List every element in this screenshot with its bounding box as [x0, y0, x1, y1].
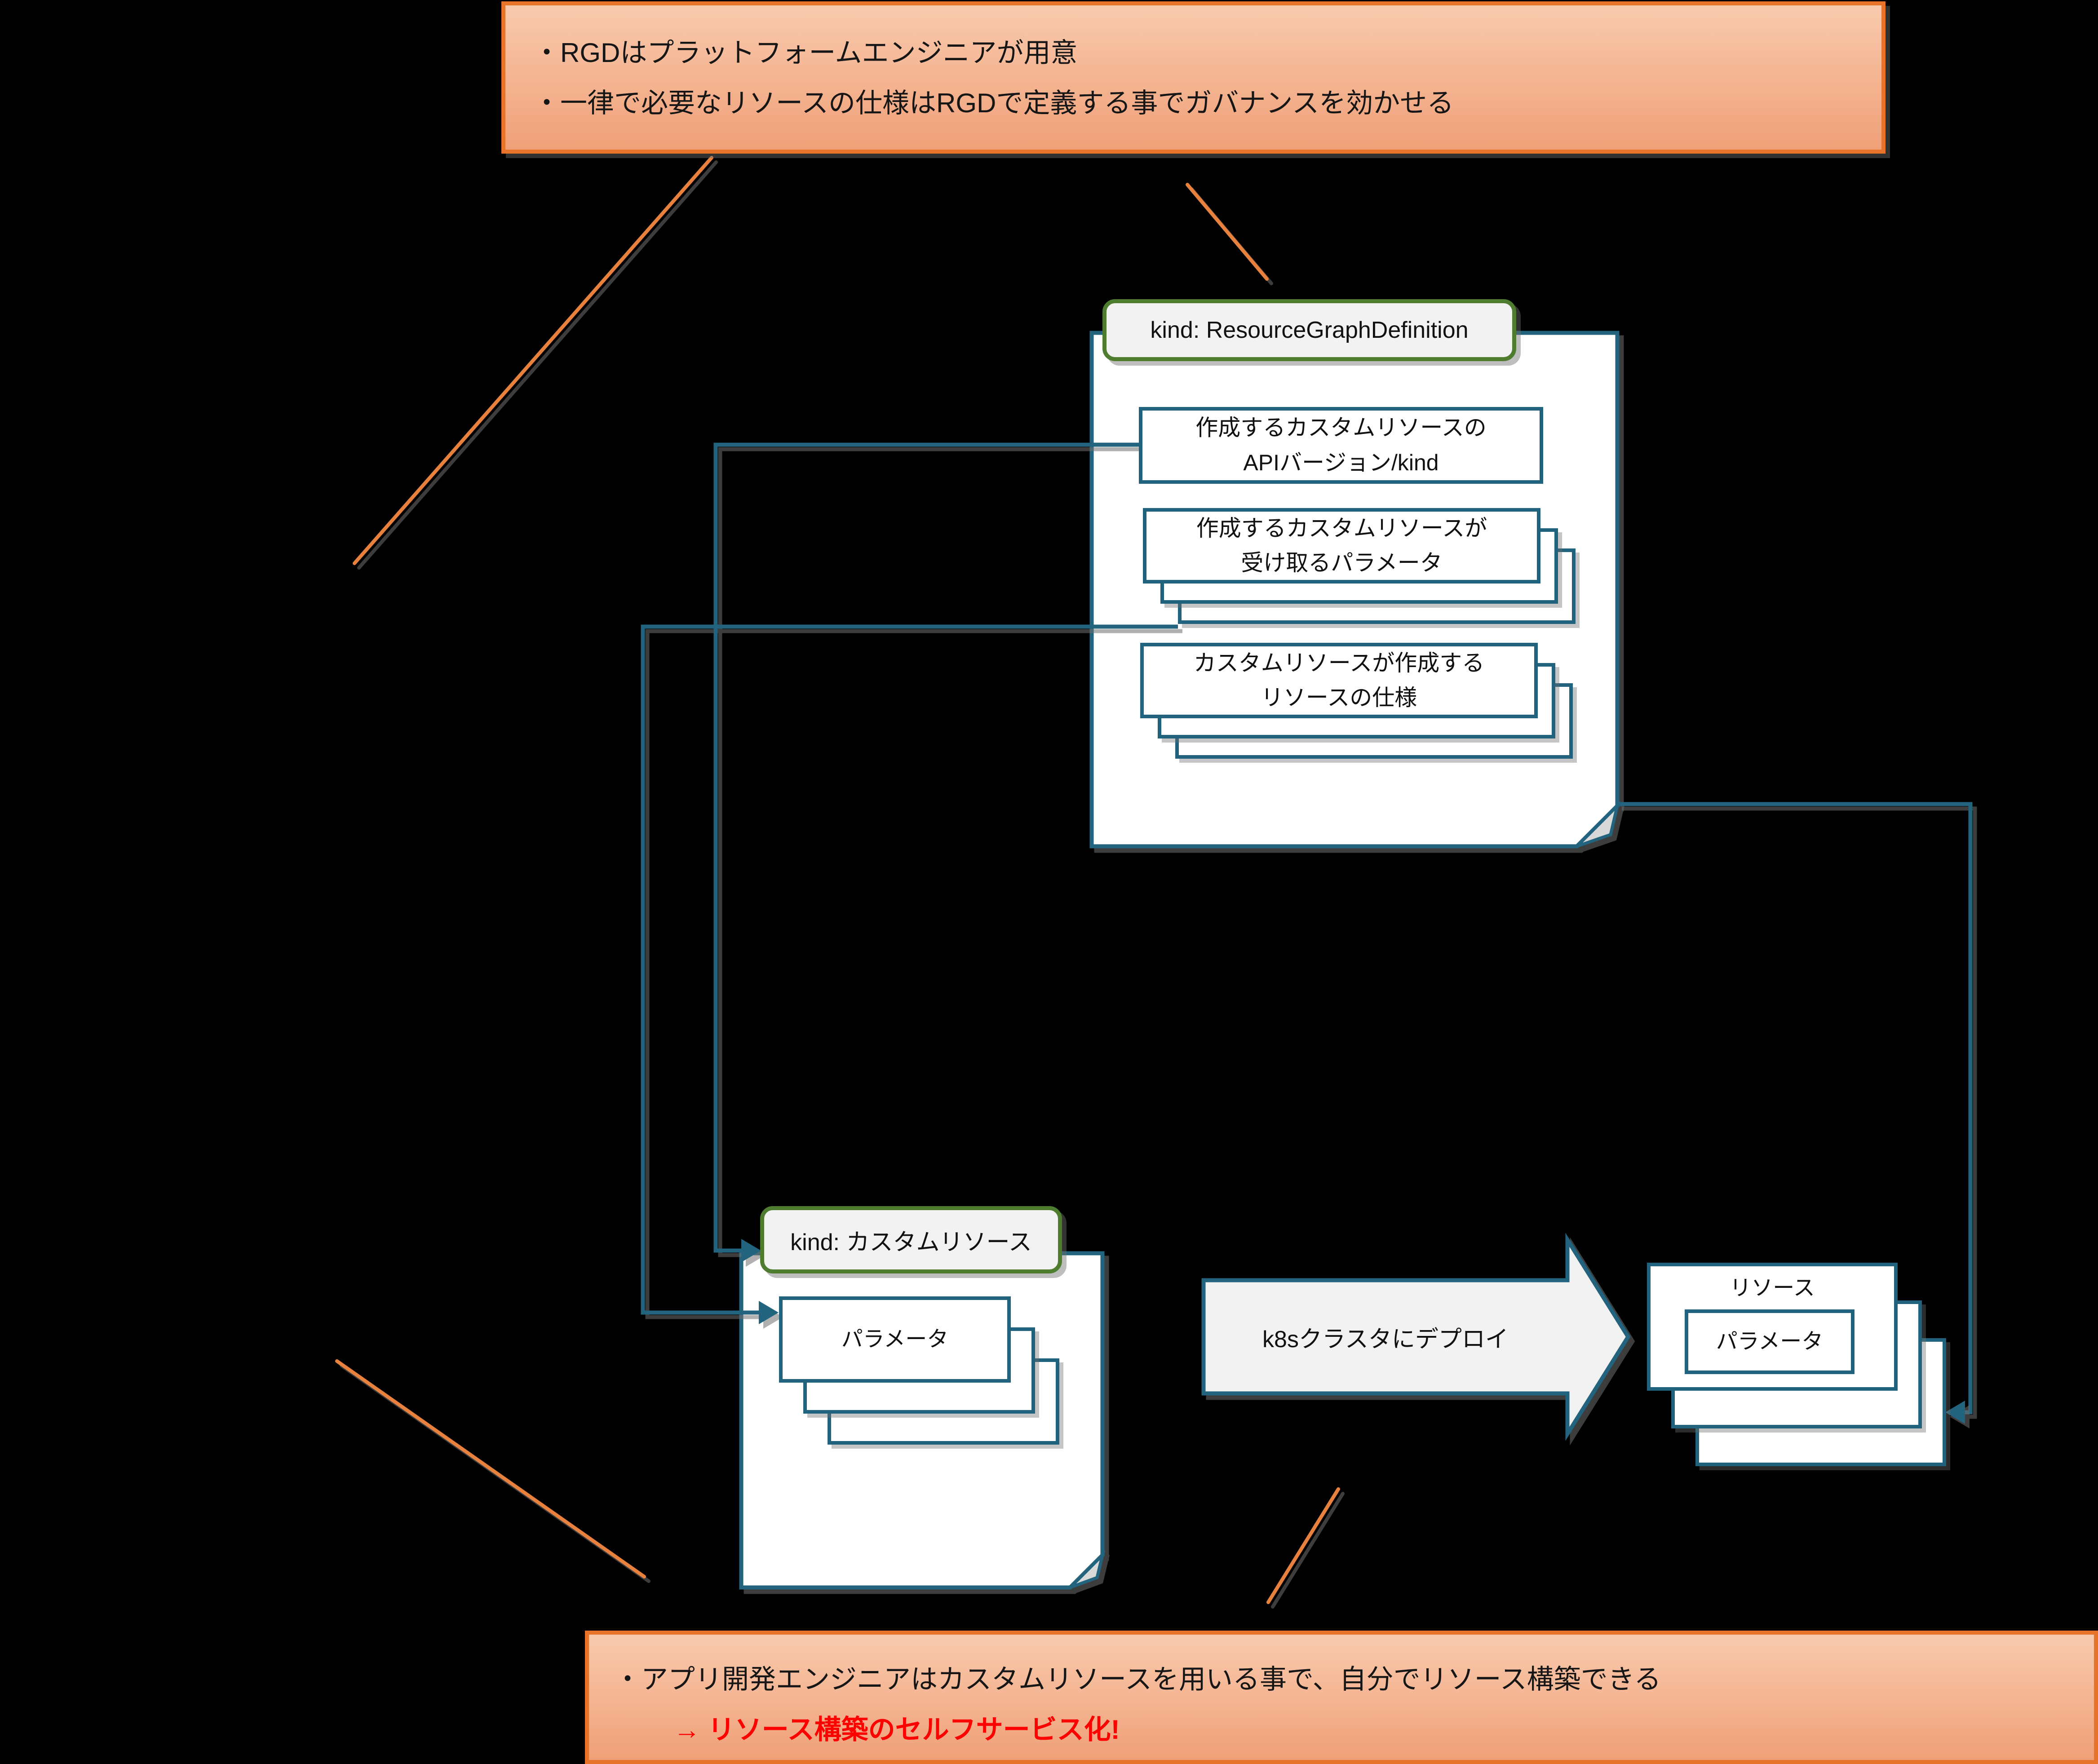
- deploy-arrow-label: k8sクラスタにデプロイ: [1204, 1280, 1567, 1393]
- resources-stack: リソース パラメータ: [1647, 1263, 1946, 1466]
- developer-note-line1: ・アプリ開発エンジニアはカスタムリソースを用いる事で、自分でリソース構築できる: [614, 1664, 1661, 1694]
- resources-box: リソース パラメータ: [1647, 1263, 1898, 1391]
- rgd-resource-spec-box-stack: カスタムリソースが作成する リソースの仕様: [1140, 643, 1573, 759]
- deploy-block-arrow: [1201, 1233, 1631, 1441]
- custom-resource-document-fold-corner: [1069, 1550, 1106, 1589]
- connector-spec-to-resources: [1617, 802, 1973, 1415]
- leader-line-bottom-mid: [1266, 1487, 1340, 1604]
- platform-note-line1: ・RGDはプラットフォームエンジニアが用意: [533, 38, 1078, 68]
- rgd-resource-spec-box: カスタムリソースが作成する リソースの仕様: [1140, 643, 1538, 718]
- arrowhead-to-parameter: [759, 1301, 779, 1324]
- rgd-spec-box-line2: リソースの仕様: [1261, 685, 1417, 710]
- resources-parameter-text: パラメータ: [1716, 1329, 1824, 1353]
- rgd-document-fold-corner: [1576, 800, 1620, 848]
- app-developer-note: ・アプリ開発エンジニアはカスタムリソースを用いる事で、自分でリソース構築できる …: [585, 1631, 2098, 1764]
- developer-note-line2: → リソース構築のセルフサービス化!: [673, 1715, 1120, 1745]
- rgd-params-box-line2: 受け取るパラメータ: [1241, 550, 1443, 575]
- rgd-parameters-box: 作成するカスタムリソースが 受け取るパラメータ: [1143, 508, 1540, 584]
- custom-resource-kind-label-text: kind: カスタムリソース: [790, 1229, 1032, 1256]
- rgd-api-version-box: 作成するカスタムリソースの APIバージョン/kind: [1139, 407, 1543, 484]
- arrowhead-to-custom-resource: [741, 1239, 761, 1262]
- rgd-kind-label: kind: ResourceGraphDefinition: [1102, 299, 1516, 361]
- rgd-spec-box-line1: カスタムリソースが作成する: [1193, 650, 1485, 676]
- platform-engineer-note: ・RGDはプラットフォームエンジニアが用意 ・一律で必要なリソースの仕様はRGD…: [501, 1, 1886, 154]
- platform-note-line2: ・一律で必要なリソースの仕様はRGDで定義する事でガバナンスを効かせる: [533, 88, 1454, 118]
- leader-line-top-right: [1186, 183, 1269, 281]
- rgd-params-box-line1: 作成するカスタムリソースが: [1196, 515, 1487, 541]
- custom-resource-parameter-box: パラメータ: [779, 1296, 1011, 1383]
- leader-line-top-left: [353, 156, 713, 565]
- leader-line-bottom-left: [335, 1359, 646, 1578]
- resources-title: リソース: [1730, 1276, 1815, 1300]
- custom-resource-parameter-stack: パラメータ: [779, 1296, 1059, 1445]
- arrowhead-to-resources: [1945, 1401, 1965, 1424]
- resources-parameter-box: パラメータ: [1685, 1309, 1855, 1374]
- rgd-kind-label-text: kind: ResourceGraphDefinition: [1150, 317, 1469, 343]
- rgd-parameters-box-stack: 作成するカスタムリソースが 受け取るパラメータ: [1143, 508, 1576, 624]
- custom-resource-parameter-text: パラメータ: [841, 1327, 949, 1351]
- rgd-api-box-line1: 作成するカスタムリソースの: [1195, 415, 1487, 440]
- connector-apikind-to-custom-resource: [713, 442, 1139, 1253]
- deploy-arrow-label-text: k8sクラスタにデプロイ: [1262, 1326, 1509, 1353]
- rgd-api-box-line2: APIバージョン/kind: [1243, 450, 1439, 475]
- connector-params-to-parameter: [641, 624, 1178, 1315]
- custom-resource-kind-label: kind: カスタムリソース: [760, 1206, 1062, 1273]
